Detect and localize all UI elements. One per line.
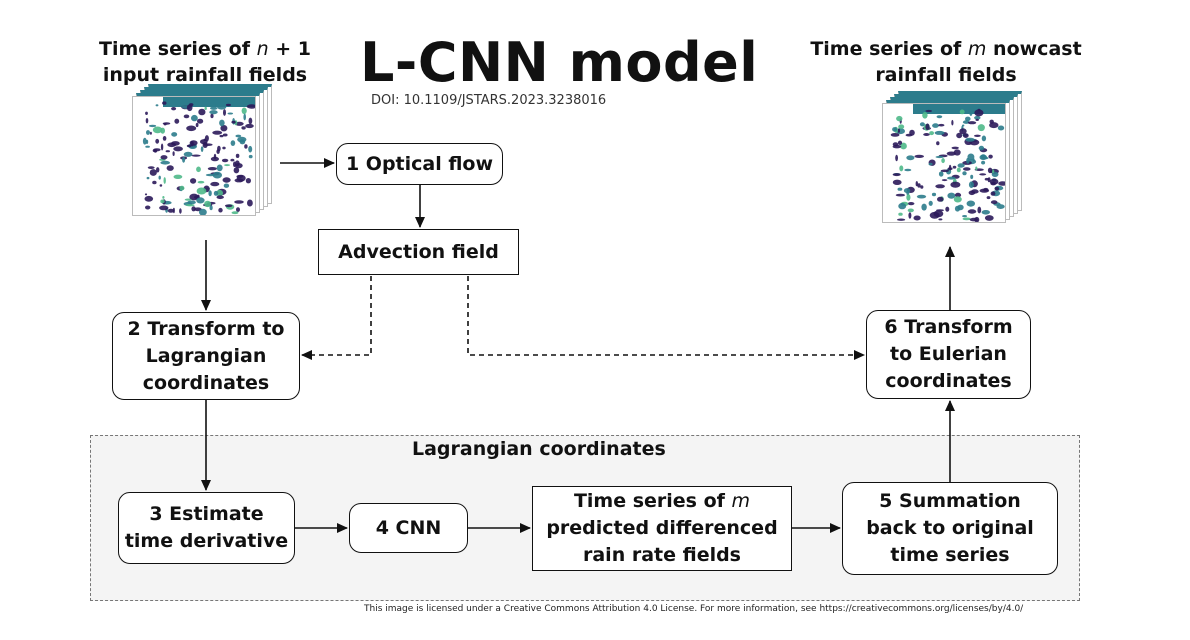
transform-eulerian-box: 6 Transform to Eulerian coordinates (866, 310, 1031, 399)
step-number: 5 (879, 490, 893, 512)
step-number: 6 (884, 316, 898, 338)
predicted-fields-line3: rain rate fields (582, 544, 741, 566)
arrow-advection-to-transform (301, 276, 372, 360)
cnn-label: CNN (388, 516, 442, 539)
step-number: 2 (127, 317, 141, 340)
transform-lagrangian-box: 2 Transform to Lagrangian coordinates (112, 312, 300, 400)
summation-line2: back to original (866, 517, 1034, 539)
output-caption-line2: rainfall fields (875, 64, 1017, 86)
predicted-fields-box: Time series of m predicted differenced r… (532, 486, 792, 571)
transform-lagrangian-line3: coordinates (142, 371, 270, 394)
diagram-title: L-CNN model (360, 31, 759, 94)
advection-field-box: Advection field (318, 229, 519, 275)
optical-flow-box: 1 Optical flow (336, 143, 503, 185)
step-number: 4 (375, 516, 389, 539)
output-frame (882, 103, 1006, 223)
output-caption-suffix: nowcast (986, 38, 1082, 60)
cnn-box: 4 CNN (349, 503, 468, 553)
input-caption-var: n (256, 38, 269, 60)
input-caption-line2: input rainfall fields (102, 64, 308, 86)
doi-text: DOI: 10.1109/JSTARS.2023.3238016 (371, 93, 607, 108)
estimate-derivative-line2: time derivative (124, 530, 289, 552)
input-frame (132, 96, 256, 216)
transform-lagrangian-line2: Lagrangian (145, 344, 267, 367)
region-title: Lagrangian coordinates (412, 438, 666, 460)
transform-eulerian-line3: coordinates (885, 370, 1012, 392)
optical-flow-label: Optical flow (359, 152, 494, 175)
license-text: This image is licensed under a Creative … (364, 604, 1024, 614)
step-number: 1 (345, 152, 360, 175)
estimate-derivative-box: 3 Estimate time derivative (118, 492, 295, 564)
input-caption-prefix: Time series of (98, 38, 257, 60)
arrow-advection-to-eulerian (467, 276, 865, 360)
summation-line3: time series (890, 544, 1010, 566)
predicted-fields-line2: predicted differenced (546, 517, 778, 539)
advection-field-label: Advection field (338, 240, 499, 263)
output-caption-prefix: Time series of (810, 38, 968, 60)
output-caption-var: m (967, 38, 987, 60)
input-caption: Time series of n + 1 input rainfall fiel… (85, 36, 325, 88)
output-rain-image (890, 104, 1005, 222)
input-rain-image (142, 97, 255, 215)
step-number: 3 (149, 503, 163, 525)
transform-lagrangian-line1: Transform to (140, 317, 285, 340)
predicted-fields-line1: Time series of (573, 490, 732, 512)
predicted-fields-var: m (731, 490, 751, 512)
input-caption-suffix: + 1 (268, 38, 312, 60)
transform-eulerian-line2: to Eulerian (890, 343, 1007, 365)
summation-box: 5 Summation back to original time series (842, 482, 1058, 575)
estimate-derivative-line1: Estimate (162, 503, 264, 525)
summation-line1: Summation (892, 490, 1021, 512)
transform-eulerian-line1: Transform (897, 316, 1013, 338)
output-caption: Time series of m nowcast rainfall fields (800, 36, 1092, 88)
